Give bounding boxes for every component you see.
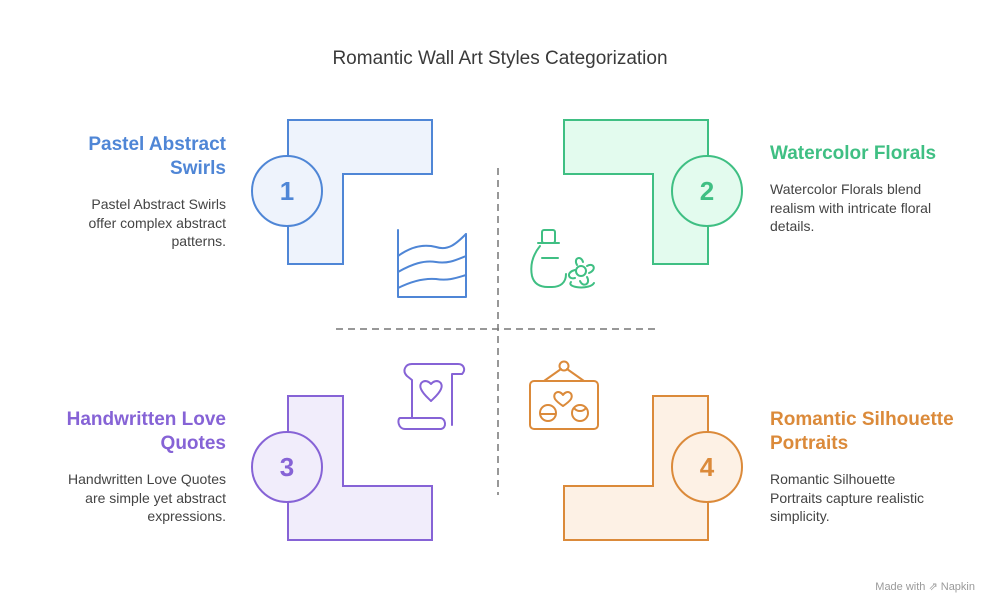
quadrant-1-title: Pastel Abstract Swirls	[88, 134, 226, 179]
l-shape-2	[563, 119, 709, 265]
l-shape-3	[287, 395, 433, 541]
number-badge-3: 3	[251, 431, 323, 503]
paint-bottle-flower-icon	[530, 229, 595, 289]
scroll-heart-icon	[397, 363, 466, 430]
number-badge-1: 1	[251, 155, 323, 227]
quadrant-3-description: Handwritten Love Quotes are simple yet a…	[68, 471, 226, 524]
quadrant-2-description: Watercolor Florals blend realism with in…	[770, 181, 932, 234]
l-shape-1	[287, 119, 433, 265]
number-1: 1	[280, 176, 294, 206]
quadrant-4-title: Romantic Silhouette Portraits	[770, 409, 954, 454]
number-4: 4	[700, 452, 715, 482]
number-2: 2	[700, 176, 714, 206]
page-title: Romantic Wall Art Styles Categorization	[332, 48, 668, 69]
quadrant-4-description: Romantic Silhouette Portraits capture re…	[770, 471, 925, 524]
quadrant-1-description: Pastel Abstract Swirls offer complex abs…	[88, 196, 226, 249]
number-badge-2: 2	[671, 155, 743, 227]
made-with-napkin-credit[interactable]: Made with ⇗ Napkin	[875, 581, 975, 593]
quadrant-3-title: Handwritten Love Quotes	[66, 409, 226, 454]
hanging-frame-portraits-icon	[529, 360, 599, 430]
l-shape-4	[563, 395, 709, 541]
number-3: 3	[280, 452, 294, 482]
quadrant-2-title: Watercolor Florals	[770, 143, 937, 164]
wavy-lines-chart-icon	[397, 229, 467, 298]
number-badge-4: 4	[671, 431, 743, 503]
